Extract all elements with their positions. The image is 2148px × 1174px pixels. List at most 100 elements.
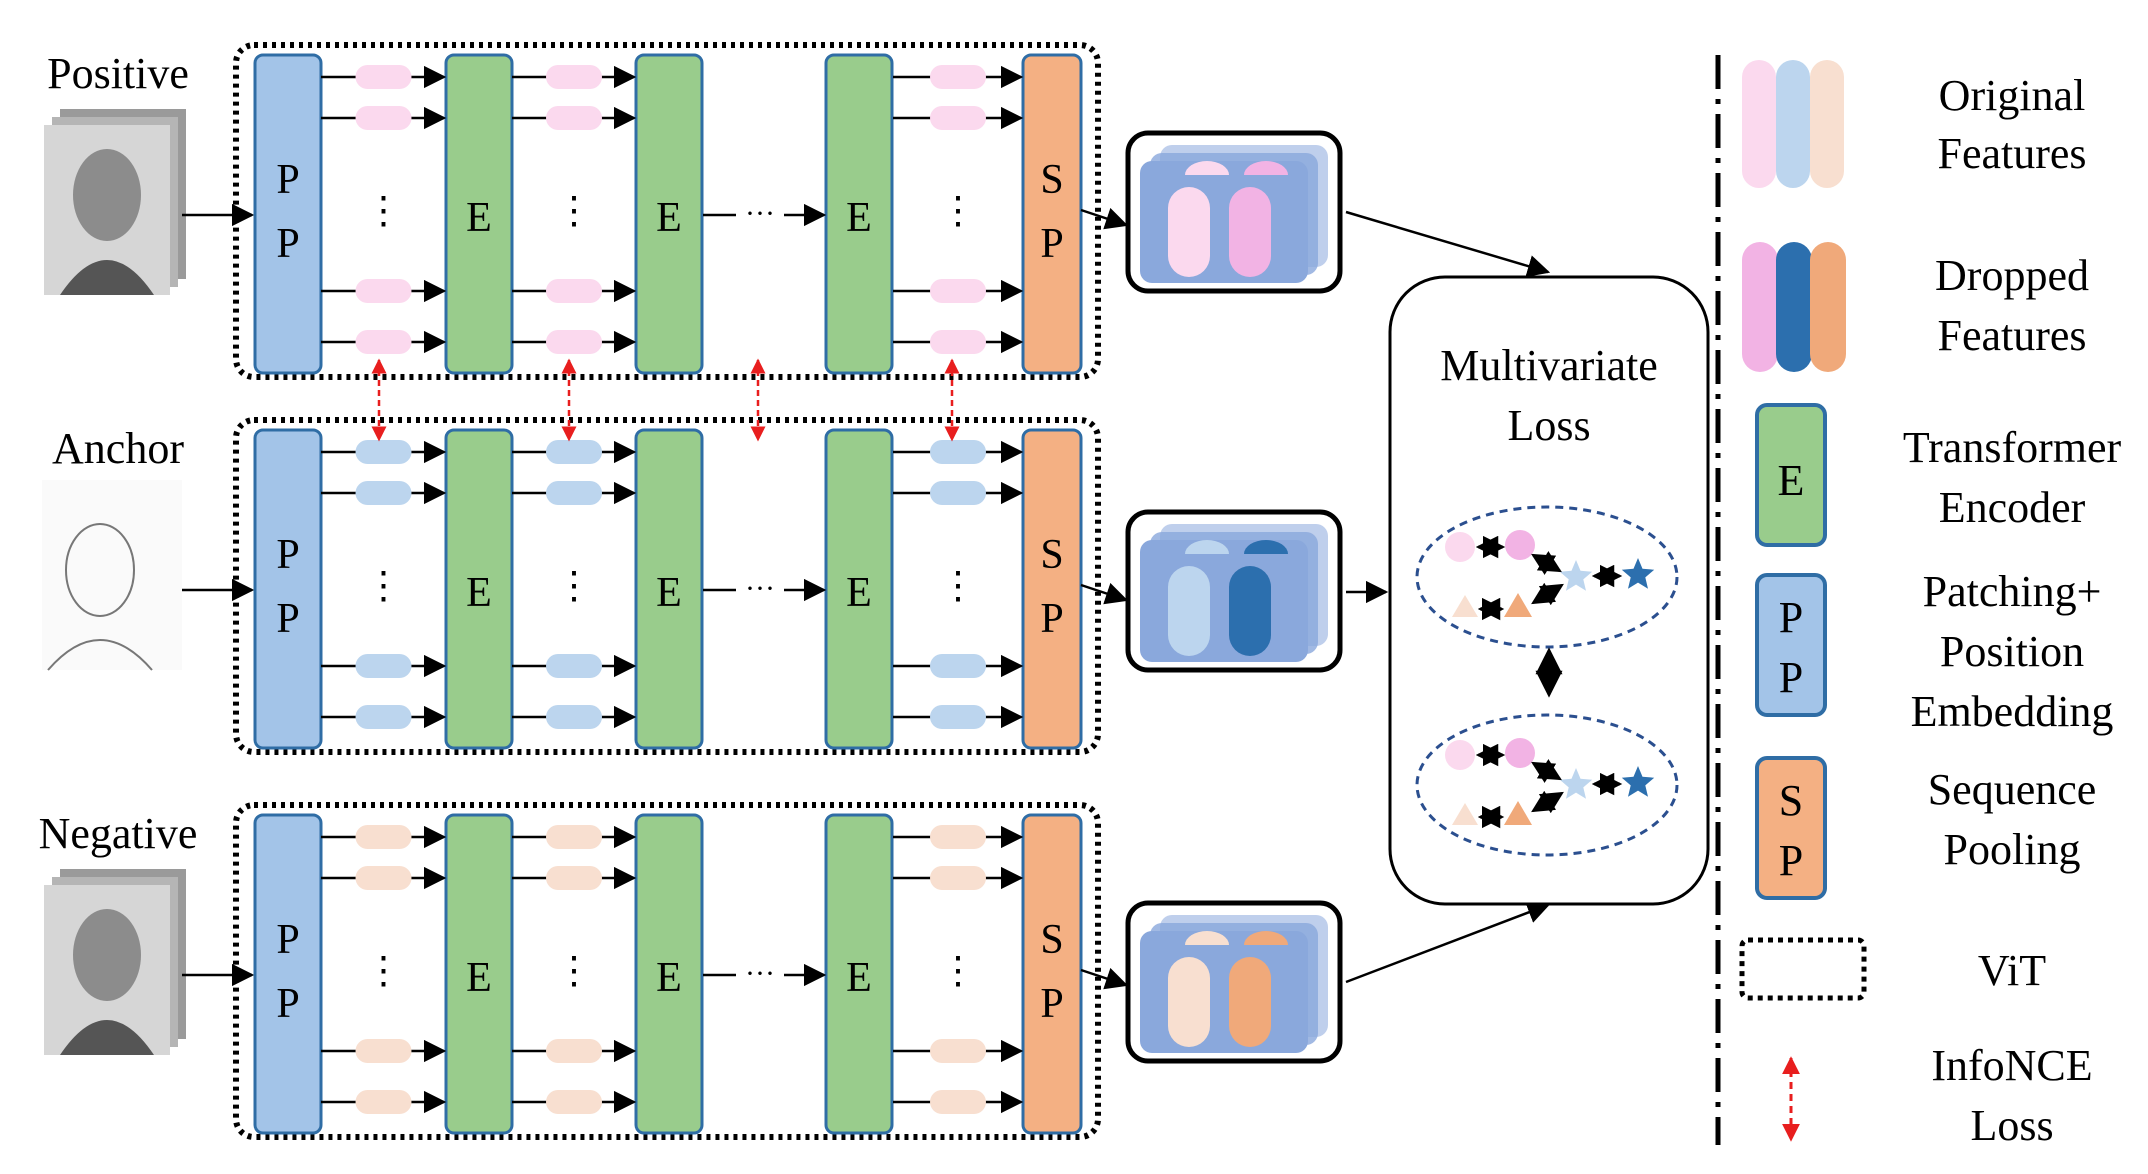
token-pill [546, 1039, 602, 1063]
encoder-block-2 [634, 53, 704, 375]
embedding-cluster-top [1415, 505, 1679, 649]
encoder-glyph: E [466, 955, 492, 1001]
vertical-dots: ⋮ [365, 190, 403, 232]
token-pill [546, 330, 602, 354]
legend-infonce-line2: Loss [1970, 1101, 2053, 1150]
positive-feature-box [1125, 130, 1343, 294]
encoder-block-2 [634, 813, 704, 1135]
negative-label: Negative [39, 809, 198, 858]
encoder-block-1 [444, 53, 514, 375]
anchor-feature-box [1125, 509, 1343, 673]
pooling-block [1021, 53, 1083, 375]
patching-block [253, 813, 323, 1135]
token-pill [930, 1090, 986, 1114]
token-pill [546, 705, 602, 729]
vertical-dots: ⋮ [365, 565, 403, 607]
embedding-star-original [1559, 768, 1593, 799]
vertical-dots: ⋮ [555, 190, 593, 232]
legend-dropped-line2: Features [1937, 311, 2086, 360]
encoder-block-2 [634, 428, 704, 750]
legend-patching-line3: Embedding [1911, 687, 2114, 736]
pooling-glyph-top: S [1040, 532, 1063, 578]
legend-pooling-glyph-bottom: P [1779, 836, 1803, 885]
pooling-block [1021, 813, 1083, 1135]
pull-arrow [1531, 582, 1564, 606]
embedding-triangle-original [1452, 803, 1478, 825]
token-pill [546, 866, 602, 890]
embedding-star-dropped [1621, 766, 1655, 797]
legend-vit-label: ViT [1978, 946, 2046, 995]
encoder-glyph: E [656, 570, 682, 616]
vertical-dots: ⋮ [365, 950, 403, 992]
token-pill [355, 866, 412, 890]
positive-face-image [44, 109, 186, 295]
legend-infonce-line1: InfoNCE [1931, 1041, 2092, 1090]
legend: Original Features Dropped Features E Tra… [1739, 60, 2122, 1150]
legend-patching-glyph-top: P [1779, 593, 1803, 642]
embedding-cluster-bottom [1415, 713, 1679, 857]
embedding-triangle-original [1452, 595, 1478, 617]
pooling-glyph-top: S [1040, 917, 1063, 963]
pooling-glyph-bottom: P [1040, 221, 1063, 267]
embedding-star-dropped [1621, 558, 1655, 589]
token-pill [546, 654, 602, 678]
encoder-glyph: E [466, 570, 492, 616]
patching-glyph-top: P [276, 532, 299, 578]
patching-glyph-top: P [276, 917, 299, 963]
legend-original-features-icon [1742, 60, 1844, 188]
ellipsis: ··· [745, 572, 775, 605]
patching-glyph-bottom: P [276, 221, 299, 267]
token-pill [355, 481, 412, 505]
legend-patching-glyph-bottom: P [1779, 653, 1803, 702]
vertical-dots: ⋮ [939, 190, 977, 232]
anchor-face-image [42, 480, 182, 671]
token-pill [546, 481, 602, 505]
token-pill [930, 106, 986, 130]
token-pill [930, 330, 986, 354]
token-pill [930, 825, 986, 849]
pull-arrow [1531, 758, 1562, 784]
pooling-glyph-bottom: P [1040, 596, 1063, 642]
legend-original-line2: Features [1937, 129, 2086, 178]
patching-glyph-bottom: P [276, 981, 299, 1027]
infonce-arrows [371, 358, 960, 442]
token-pill [546, 279, 602, 303]
token-pill [930, 481, 986, 505]
token-pill [546, 440, 602, 464]
negative-feature-box [1125, 900, 1343, 1064]
encoder-glyph: E [846, 195, 872, 241]
vertical-dots: ⋮ [555, 565, 593, 607]
legend-encoder-glyph: E [1778, 456, 1805, 505]
encoder-block-1 [444, 428, 514, 750]
legend-pooling-line2: Pooling [1944, 825, 2081, 874]
positive-label: Positive [47, 49, 189, 98]
loss-title-line1: Multivariate [1440, 341, 1658, 390]
legend-dropped-line1: Dropped [1935, 251, 2089, 300]
pooling-block [1021, 428, 1083, 750]
embedding-circle-original [1445, 532, 1475, 562]
cluster-boundary [1415, 505, 1679, 649]
token-pill [930, 65, 986, 89]
token-pill [355, 330, 412, 354]
loss-title-line2: Loss [1507, 401, 1590, 450]
legend-encoder-icon [1755, 403, 1827, 547]
encoder-glyph: E [656, 195, 682, 241]
output-arrow [1080, 967, 1129, 990]
cluster-boundary [1415, 713, 1679, 857]
vertical-dots: ⋮ [555, 950, 593, 992]
token-pill [355, 440, 412, 464]
embedding-circle-dropped [1505, 530, 1535, 560]
pooling-glyph-bottom: P [1040, 981, 1063, 1027]
encoder-glyph: E [466, 195, 492, 241]
legend-patching-line2: Position [1940, 627, 2084, 676]
embedding-circle-dropped [1505, 738, 1535, 768]
patching-block [253, 53, 323, 375]
pooling-glyph-top: S [1040, 157, 1063, 203]
token-pill [930, 279, 986, 303]
token-pill [930, 705, 986, 729]
negative-face-image [44, 869, 186, 1055]
multivariate-loss-box: Multivariate Loss [1388, 275, 1710, 906]
legend-pooling-glyph-top: S [1779, 776, 1803, 825]
